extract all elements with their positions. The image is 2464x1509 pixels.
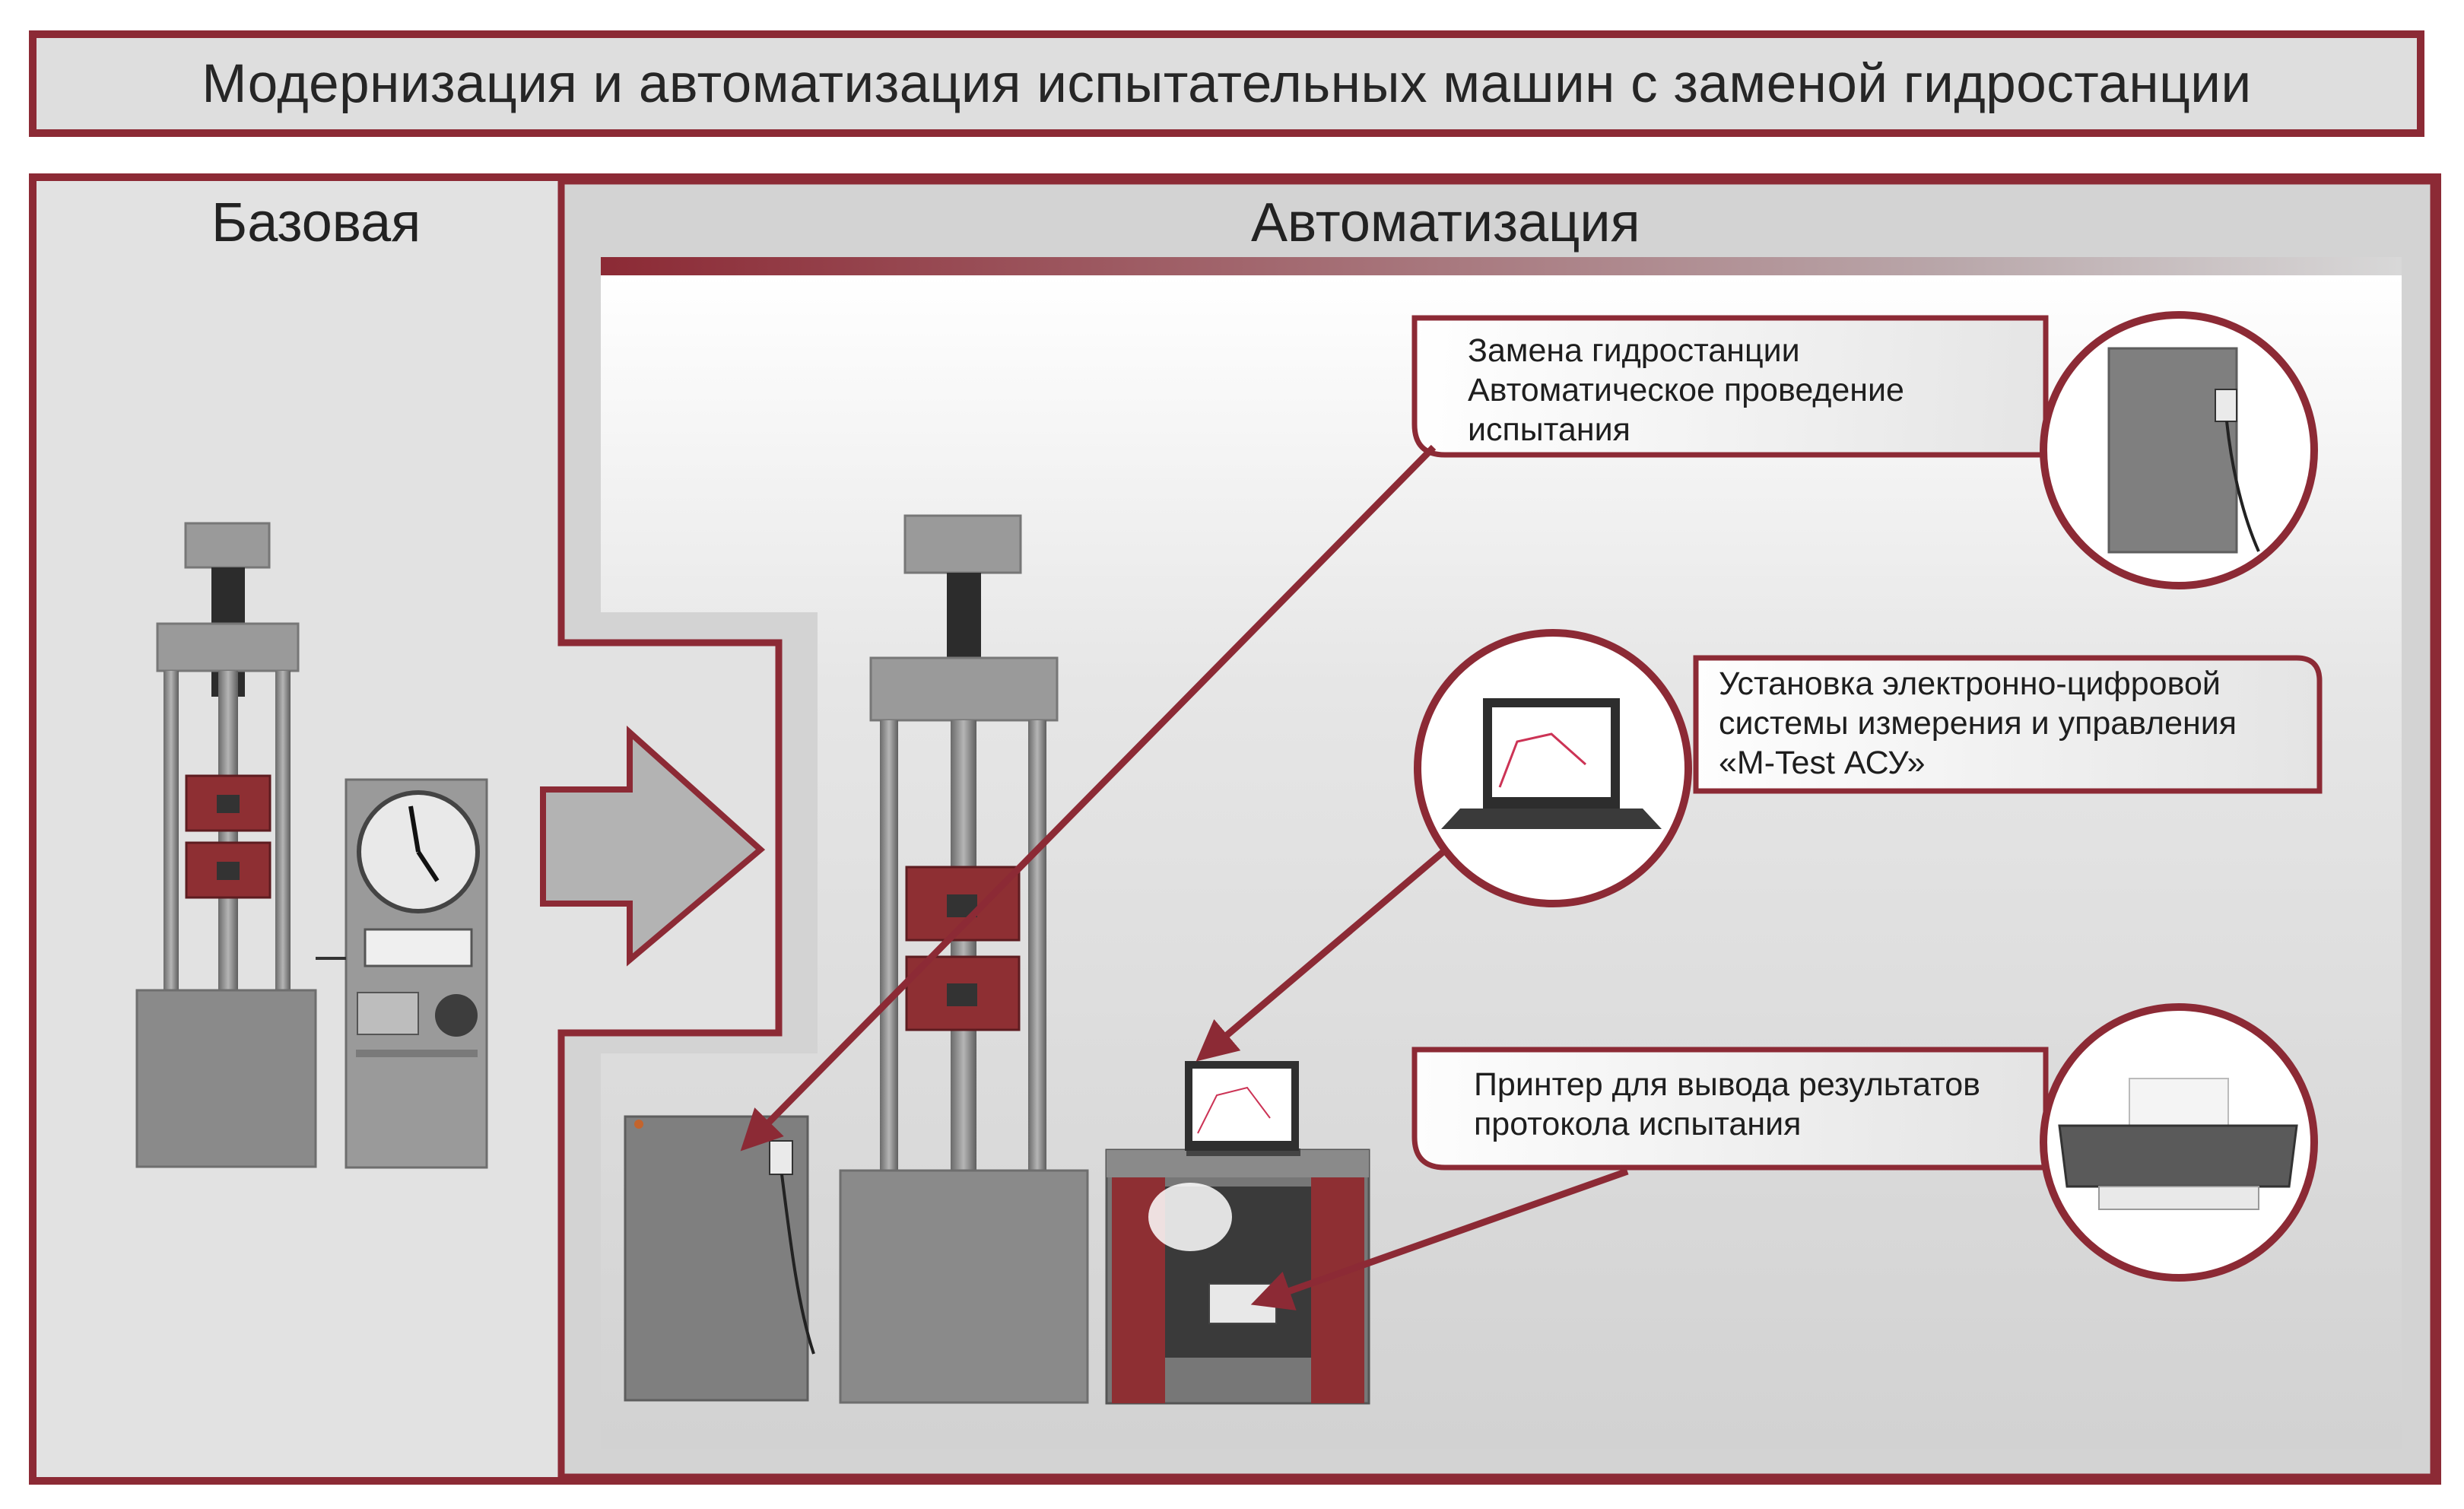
pointer-arrow-3	[1250, 1167, 1629, 1310]
section-heading-automation: Автоматизация	[1251, 192, 1640, 253]
base-testing-machine	[135, 522, 317, 1168]
base-control-console	[316, 778, 488, 1169]
automated-testing-machine	[839, 514, 1089, 1404]
hydraulic-station-icon	[2040, 311, 2318, 589]
callout-line: системы измерения и управления	[1719, 705, 2237, 742]
callout-printer-text: Принтер для вывода результатов протокола…	[1474, 1065, 1980, 1144]
callout-control-system-text: Установка электронно-цифровой системы из…	[1719, 664, 2237, 783]
callout-line: Замена гидростанции	[1468, 332, 1800, 369]
page-title: Модернизация и автоматизация испытательн…	[202, 53, 2252, 114]
laptop-icon	[1414, 629, 1692, 907]
printer-icon	[2040, 1003, 2318, 1282]
callout-line: испытания	[1468, 411, 1630, 448]
title-bar: Модернизация и автоматизация испытательн…	[29, 30, 2424, 137]
callout-hydraulic-text: Замена гидростанции Автоматическое прове…	[1468, 331, 1904, 450]
callout-line: «M-Test АСУ»	[1719, 745, 1926, 781]
pointer-arrow-1	[740, 444, 1437, 1152]
pointer-arrow-2	[1195, 847, 1447, 1062]
callout-line: протокола испытания	[1474, 1106, 1802, 1142]
callout-line: Установка электронно-цифровой	[1719, 666, 2221, 702]
callout-line: Автоматическое проведение	[1468, 372, 1904, 408]
hydraulic-station-small	[624, 1115, 815, 1402]
callout-band-3	[1411, 1047, 2049, 1171]
arrow-right-icon	[540, 726, 766, 967]
callout-band-2	[1693, 655, 2323, 794]
section-heading-base: Базовая	[211, 192, 421, 253]
callout-line: Принтер для вывода результатов	[1474, 1066, 1980, 1103]
automation-band	[601, 257, 2402, 275]
